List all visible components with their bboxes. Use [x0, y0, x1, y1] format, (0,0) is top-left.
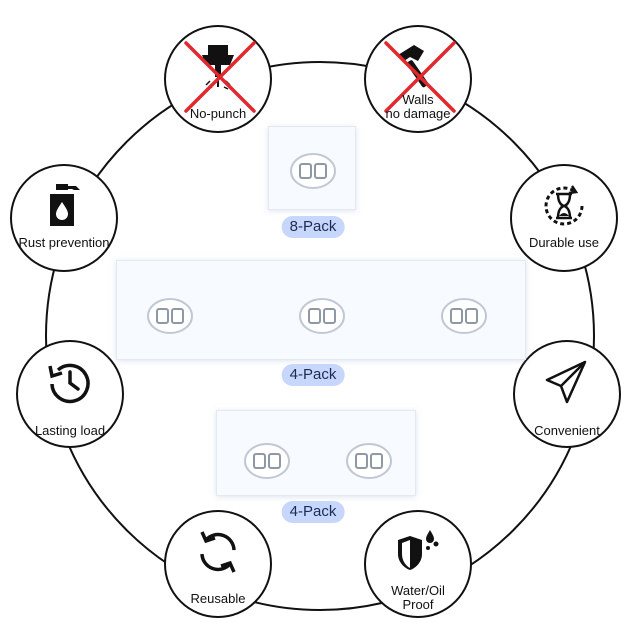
hook-icon	[147, 298, 193, 334]
hook-icon	[441, 298, 487, 334]
feature-reusable: Reusable	[164, 510, 272, 618]
feature-label: Reusable	[190, 591, 246, 606]
pack-label-top: 8-Pack	[281, 216, 345, 238]
hook-icon	[299, 298, 345, 334]
prohibited-cross	[384, 41, 456, 113]
feature-walls-no-damage: Walls no damage	[364, 25, 472, 133]
hourglass-icon	[544, 185, 584, 226]
feature-no-punch: No-punch	[164, 25, 272, 133]
refresh-arrows-icon	[200, 531, 236, 573]
paper-plane-icon	[545, 360, 587, 404]
feature-label: Durable use	[528, 235, 600, 250]
feature-durable-use: Durable use	[510, 164, 618, 272]
feature-lasting-load: Lasting load	[16, 340, 124, 448]
feature-water-oil-proof: Water/Oil Proof	[364, 510, 472, 618]
prohibited-cross	[184, 41, 256, 113]
product-panel-medium	[216, 410, 416, 496]
clock-history-icon	[48, 363, 90, 404]
oil-bottle-icon	[50, 184, 80, 226]
product-panel-8-pack	[268, 126, 356, 210]
pack-label-middle: 4-Pack	[281, 364, 345, 386]
feature-rust-prevention: Rust prevention	[10, 164, 118, 272]
feature-label: Rust prevention	[18, 235, 110, 250]
feature-label: No-punch	[189, 106, 247, 121]
feature-label-line2: Proof	[402, 597, 434, 612]
feature-label-line1: Walls	[402, 92, 434, 107]
feature-label-line1: Water/Oil	[391, 583, 445, 598]
hook-icon	[346, 443, 392, 479]
shield-drop-icon	[398, 530, 439, 570]
feature-label: Convenient	[534, 423, 600, 438]
hook-icon	[290, 153, 336, 189]
product-panel-long	[116, 260, 526, 360]
feature-label: Lasting load	[34, 423, 106, 438]
pack-label-bottom: 4-Pack	[281, 501, 345, 523]
hook-icon	[244, 443, 290, 479]
feature-convenient: Convenient	[513, 340, 621, 448]
feature-label-line2: no damage	[385, 106, 451, 121]
